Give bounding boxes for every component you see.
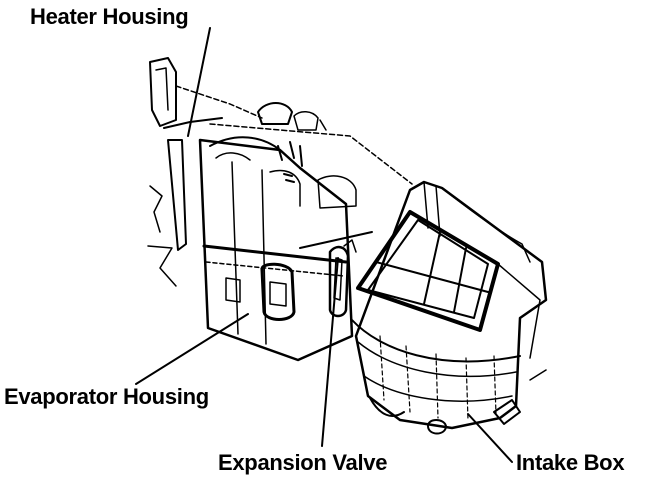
leader-heater-housing (187, 27, 211, 137)
expansion-valve-label: Expansion Valve (218, 450, 388, 475)
heater-housing-part (147, 57, 413, 287)
leader-expansion-valve (321, 257, 339, 447)
leader-evaporator-housing (135, 313, 249, 385)
heater-housing-label: Heater Housing (30, 4, 189, 29)
evaporator-housing-label: Evaporator Housing (4, 384, 209, 409)
evaporator-housing-part (198, 136, 373, 362)
leader-intake-box (467, 413, 513, 463)
intake-box-part (351, 180, 548, 435)
intake-box-label: Intake Box (516, 450, 625, 475)
